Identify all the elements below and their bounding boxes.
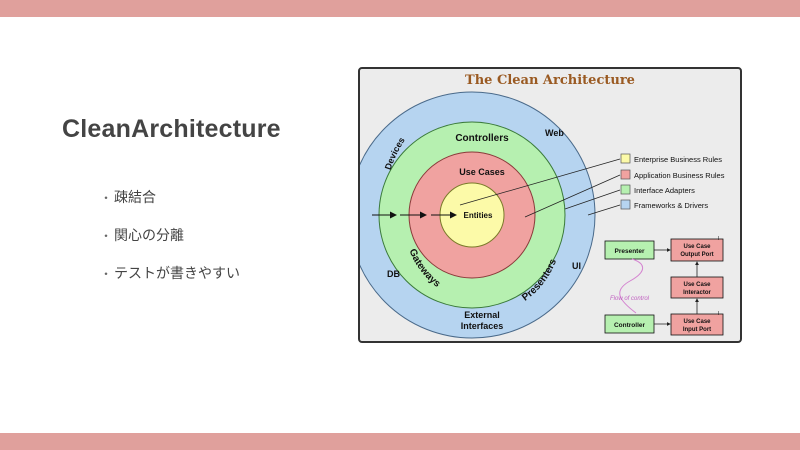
diagram-svg: Devices Web DB UI External Interfaces Co…: [360, 91, 725, 339]
presenter-label: Presenter: [615, 248, 645, 255]
interactor-line1: Use Case: [683, 282, 711, 288]
output-port-line2: Output Port: [680, 252, 713, 258]
legend-label: Interface Adapters: [634, 186, 695, 195]
legend-pointer: [524, 174, 621, 218]
legend-pointer: [459, 158, 621, 206]
bullet-dot: ・: [100, 267, 113, 281]
output-port-box: [670, 238, 724, 262]
legend-swatch: [620, 199, 631, 210]
output-port-line1: Use Case: [683, 244, 711, 250]
controllers-label: Controllers: [455, 133, 509, 144]
bullet-item: ・関心の分離: [100, 224, 240, 262]
bullet-item: ・疎結合: [100, 186, 240, 224]
interface-marker: I: [718, 311, 719, 317]
legend-swatch: [620, 153, 631, 164]
bullet-text: 疎結合: [114, 190, 156, 206]
external-label: External: [464, 310, 500, 320]
legend: Enterprise Business Rules Application Bu…: [620, 153, 725, 210]
legend-swatch: [620, 169, 631, 180]
bullet-text: 関心の分離: [114, 228, 184, 244]
legend-label: Application Business Rules: [634, 171, 725, 180]
flow-of-control-label: Flow of control: [610, 296, 650, 302]
bullet-list: ・疎結合 ・関心の分離 ・テストが書きやすい: [100, 186, 240, 300]
diagram-title: The Clean Architecture: [465, 73, 635, 88]
legend-swatch: [620, 184, 631, 195]
interactor-line2: Interactor: [683, 290, 711, 296]
clean-architecture-diagram: Devices Web DB UI External Interfaces Co…: [358, 67, 742, 343]
interface-marker: I: [718, 236, 719, 242]
legend-pointer: [587, 204, 621, 216]
input-port-line1: Use Case: [683, 319, 711, 325]
flow-diagram: Presenter Use Case Output Port I Use Cas…: [604, 236, 724, 336]
controller-label: Controller: [614, 322, 646, 329]
bullet-item: ・テストが書きやすい: [100, 262, 240, 300]
interfaces-label: Interfaces: [461, 321, 504, 331]
ui-label: UI: [572, 261, 581, 271]
bullet-dot: ・: [100, 229, 113, 243]
bullet-dot: ・: [100, 191, 113, 205]
use-cases-label: Use Cases: [459, 167, 505, 177]
db-label: DB: [387, 269, 400, 279]
legend-label: Frameworks & Drivers: [634, 201, 708, 210]
bullet-text: テストが書きやすい: [114, 266, 240, 282]
web-label: Web: [545, 128, 564, 138]
slide-title: CleanArchitecture: [62, 115, 281, 143]
bottom-band: [0, 433, 800, 450]
legend-pointer: [564, 189, 621, 210]
entities-label: Entities: [464, 211, 493, 220]
top-band: [0, 0, 800, 17]
legend-label: Enterprise Business Rules: [634, 155, 722, 164]
input-port-line2: Input Port: [683, 327, 711, 333]
flow-of-control-curve: [619, 258, 644, 314]
